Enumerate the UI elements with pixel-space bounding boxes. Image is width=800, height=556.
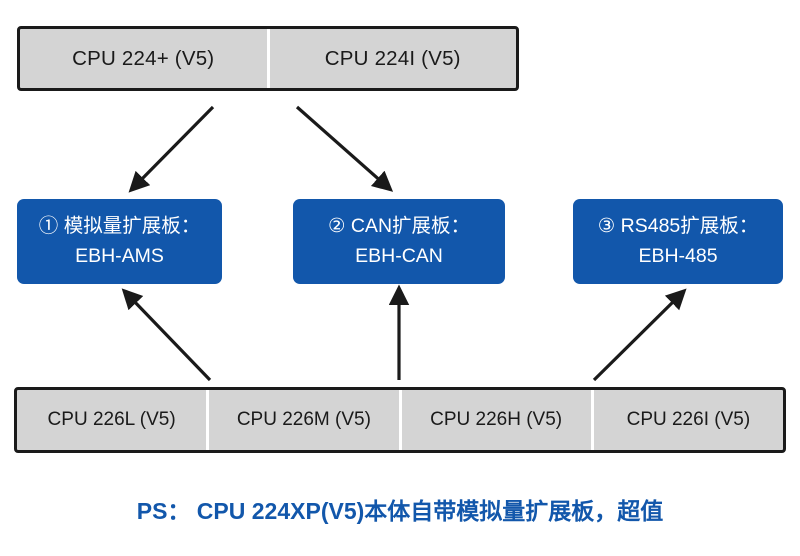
arrow-cpu224i-to-can bbox=[295, 105, 394, 192]
module-model: EBH-485 bbox=[638, 244, 718, 267]
module-model: EBH-AMS bbox=[75, 244, 164, 267]
cpu-cell-224-plus: CPU 224+ (V5) bbox=[20, 29, 267, 88]
cpu-cell-label: CPU 224I (V5) bbox=[324, 46, 461, 70]
cpu-cell-label: CPU 226H (V5) bbox=[430, 409, 563, 430]
top-cpu-row: CPU 224+ (V5) CPU 224I (V5) bbox=[17, 26, 519, 91]
module-title: ③ RS485扩展板： bbox=[597, 215, 759, 238]
arrow-cpu226h-to-485 bbox=[592, 288, 687, 382]
module-box-rs485: ③ RS485扩展板： EBH-485 bbox=[573, 199, 783, 284]
footer-note: PS： CPU 224XP(V5)本体自带模拟量扩展板，超值 bbox=[136, 498, 664, 524]
cpu-cell-226h: CPU 226H (V5) bbox=[398, 390, 591, 450]
arrow-cpu224plus-to-ams bbox=[128, 105, 215, 193]
module-box-can: ② CAN扩展板： EBH-CAN bbox=[293, 199, 505, 284]
module-model: EBH-CAN bbox=[355, 244, 443, 267]
cpu-cell-224i: CPU 224I (V5) bbox=[266, 29, 517, 88]
cpu-cell-label: CPU 226M (V5) bbox=[236, 409, 371, 430]
arrow-cpu226l-to-ams bbox=[121, 288, 212, 382]
module-title: ② CAN扩展板： bbox=[327, 215, 471, 238]
bottom-cpu-row: CPU 226L (V5) CPU 226M (V5) CPU 226H (V5… bbox=[14, 387, 786, 453]
cpu-cell-226m: CPU 226M (V5) bbox=[206, 390, 398, 450]
module-title: ① 模拟量扩展板： bbox=[38, 215, 201, 238]
cpu-cell-label: CPU 226L (V5) bbox=[47, 409, 176, 430]
cpu-cell-226i: CPU 226I (V5) bbox=[590, 390, 783, 450]
cpu-cell-label: CPU 226I (V5) bbox=[626, 409, 751, 430]
cpu-cell-226l: CPU 226L (V5) bbox=[17, 390, 206, 450]
module-box-analog: ① 模拟量扩展板： EBH-AMS bbox=[17, 199, 222, 284]
cpu-cell-label: CPU 224+ (V5) bbox=[72, 46, 215, 70]
